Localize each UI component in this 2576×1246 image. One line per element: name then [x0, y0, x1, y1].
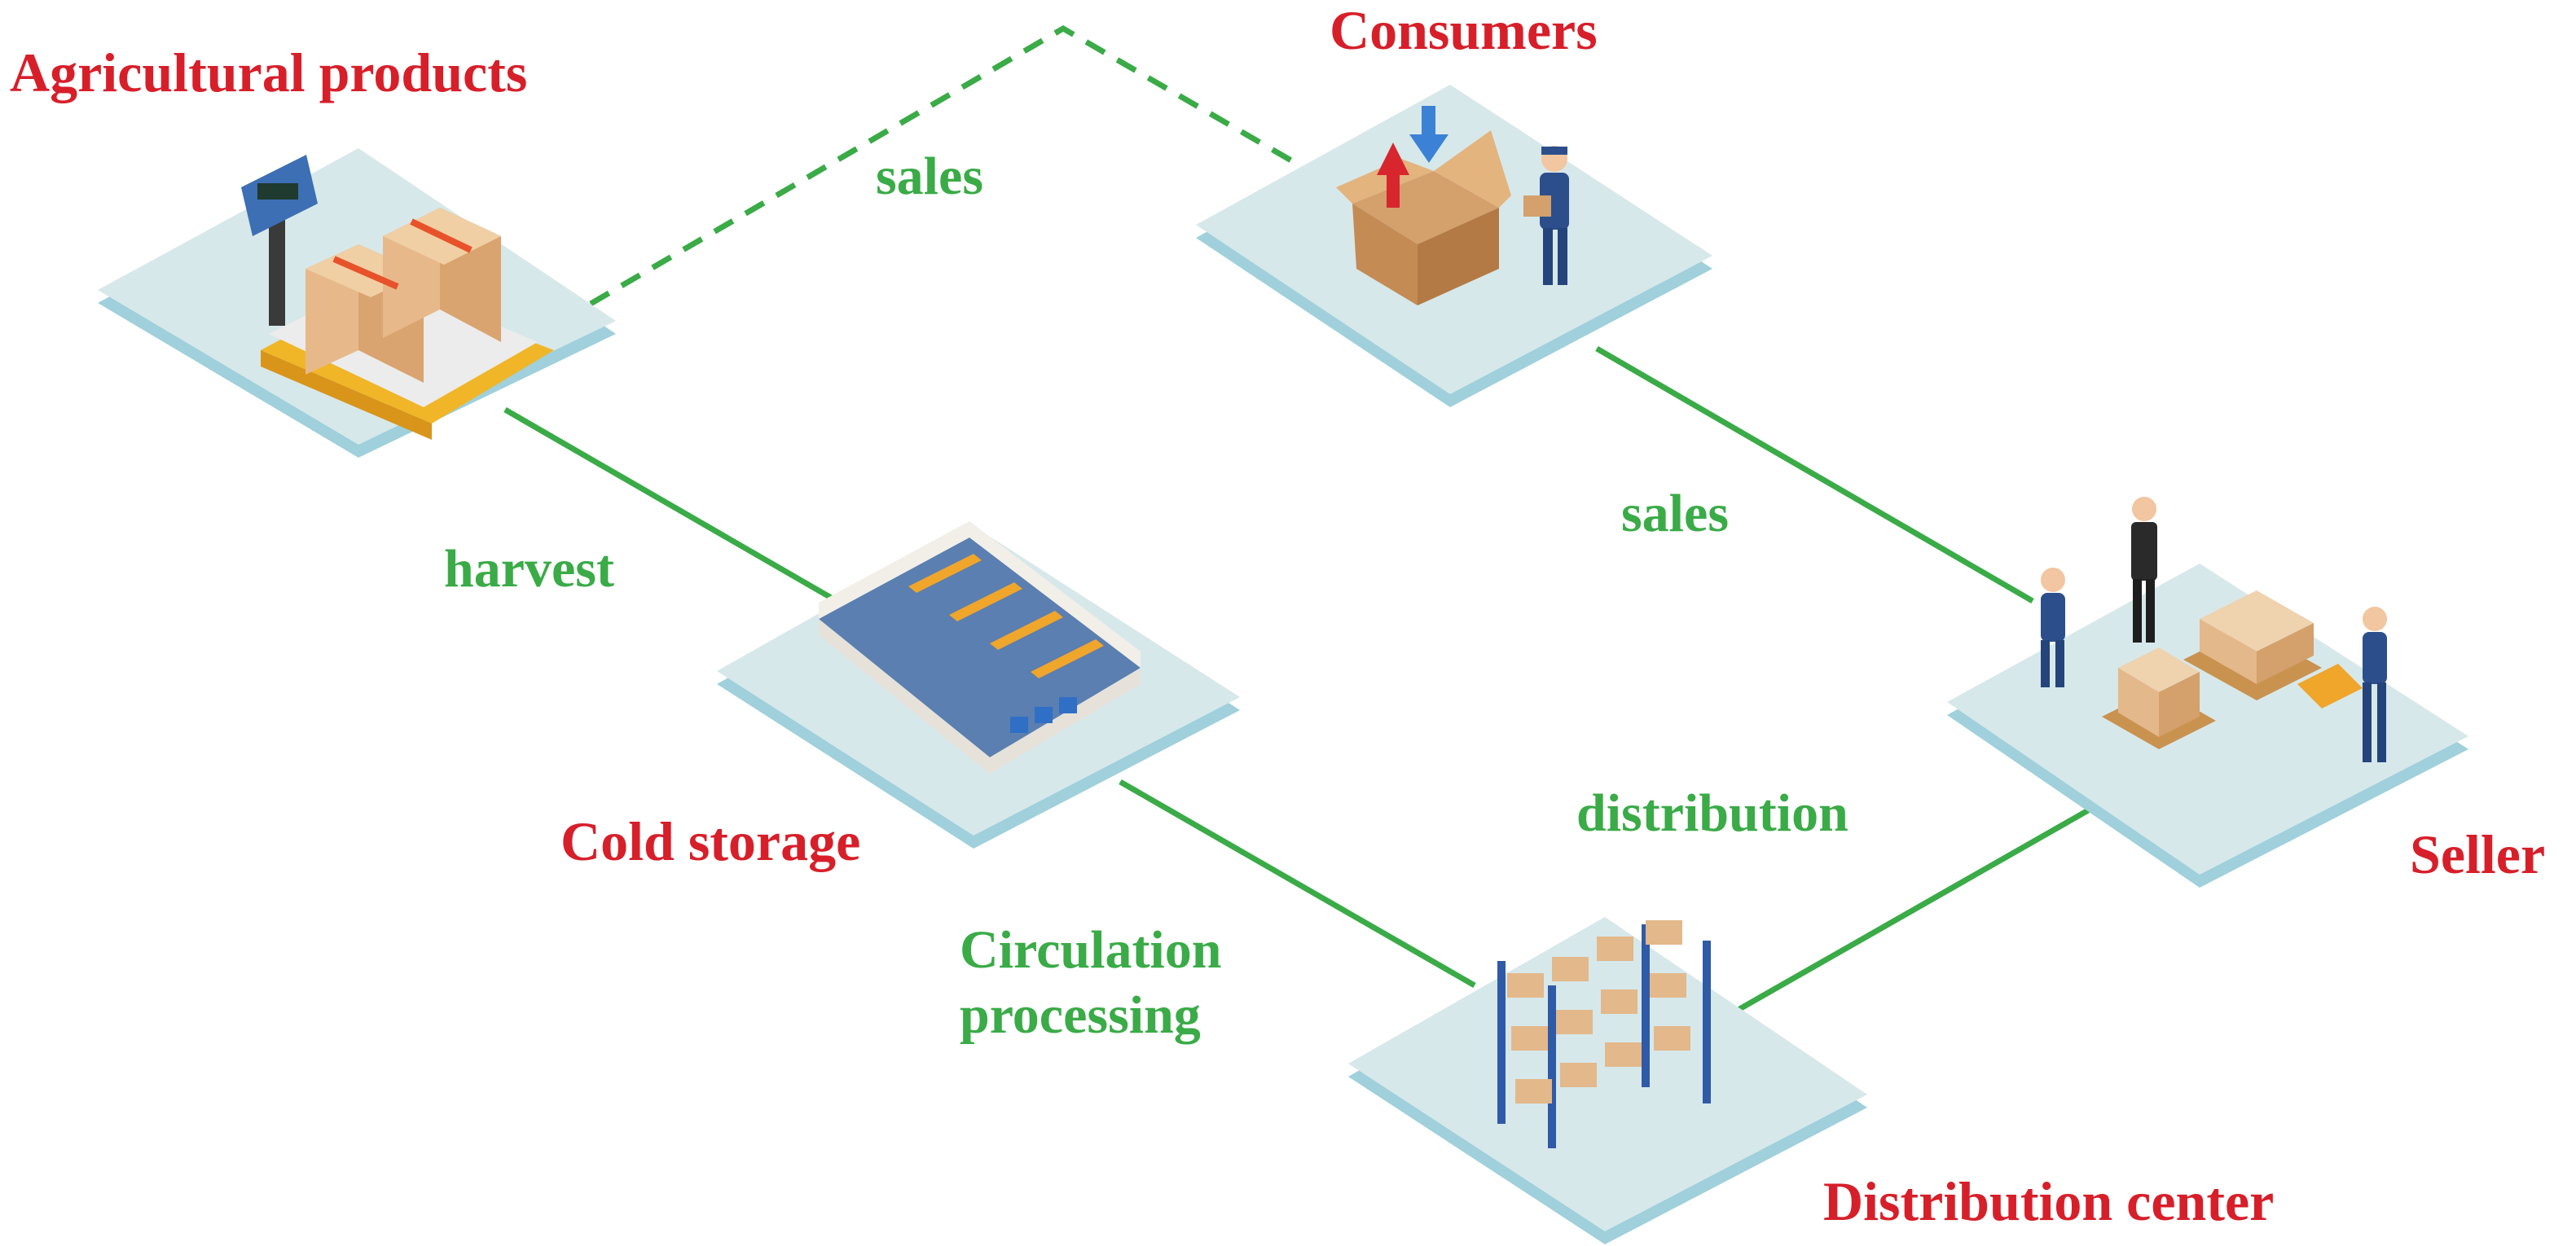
edge-label-processing: processing	[960, 985, 1201, 1045]
connector-agricultural-to-cold-storage	[503, 406, 834, 602]
edge-label-sales-dashed: sales	[876, 147, 983, 206]
connector-cold-storage-to-distribution-center	[1119, 779, 1476, 989]
connectors	[503, 24, 2097, 1015]
edge-label-circulation: Circulation	[960, 920, 1221, 980]
edge-label-sales: sales	[1621, 484, 1729, 543]
node-label-consumers: Consumers	[1330, 0, 1598, 61]
platform-seller	[1947, 564, 2468, 888]
edge-labels: sales sales harvest distribution Circula…	[444, 147, 1848, 1045]
open-box-worker-icon	[1336, 106, 1569, 305]
platform-distribution-center	[1348, 917, 1867, 1244]
node-label-agricultural-products: Agricultural products	[10, 42, 527, 103]
node-label-cold-storage: Cold storage	[560, 810, 860, 872]
connector-distribution-center-to-seller	[1734, 803, 2097, 1015]
scale-with-boxes-icon	[241, 155, 554, 440]
edge-label-distribution: distribution	[1576, 783, 1848, 843]
warehouse-shelves-icon	[1497, 920, 1711, 1148]
pallet-jack-workers-icon	[2041, 497, 2387, 762]
connector-consumers-to-seller	[1595, 345, 2034, 604]
connector-agricultural-to-consumers-dashed	[589, 24, 1297, 307]
node-label-seller: Seller	[2410, 823, 2545, 885]
node-label-distribution-center: Distribution center	[1823, 1170, 2274, 1232]
edge-label-harvest: harvest	[444, 539, 614, 599]
node-labels: Agricultural products Consumers Cold sto…	[10, 0, 2545, 1232]
cold-storage-room-icon	[819, 521, 1141, 774]
